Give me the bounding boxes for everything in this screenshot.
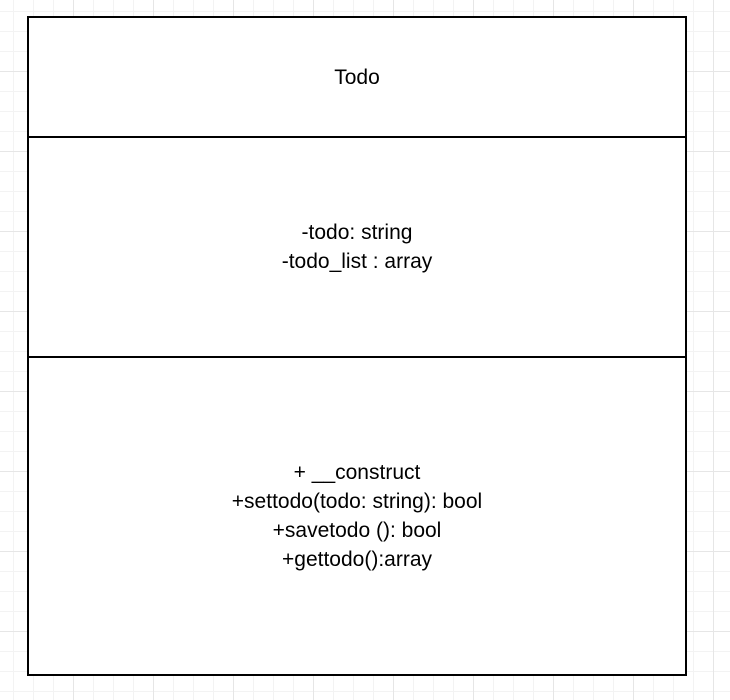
method-savetodo: +savetodo (): bool [272, 519, 442, 542]
method-settodo: +settodo(todo: string): bool [231, 490, 483, 513]
class-name-compartment: Todo [29, 18, 685, 138]
method-construct: + __construct [293, 461, 421, 484]
attribute-todo: -todo: string [301, 221, 413, 244]
attributes-compartment: -todo: string -todo_list : array [29, 138, 685, 358]
class-name: Todo [334, 65, 380, 89]
attribute-todo-list: -todo_list : array [281, 250, 433, 273]
uml-class-box[interactable]: Todo -todo: string -todo_list : array + … [27, 16, 687, 676]
methods-compartment: + __construct +settodo(todo: string): bo… [29, 358, 685, 674]
method-gettodo: +gettodo():array [282, 548, 432, 571]
